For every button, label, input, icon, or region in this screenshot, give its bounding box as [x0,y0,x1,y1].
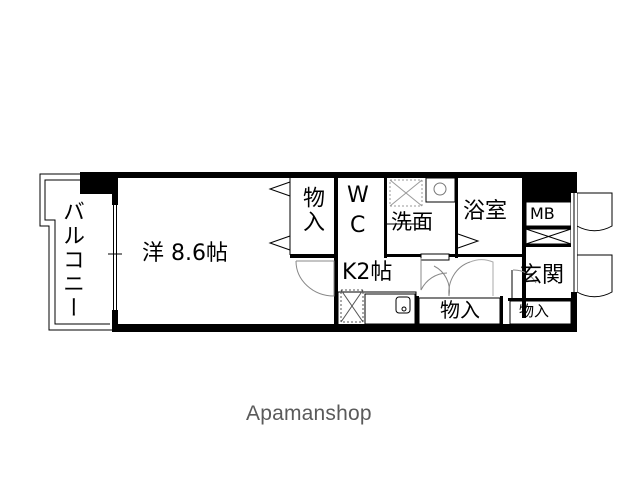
label-wc-w: W [347,183,369,208]
label-closet-entrance: 物入 [519,302,550,320]
label-entrance: 玄関 [520,263,565,288]
label-meter-box: MB [530,204,555,223]
label-closet-center: 物入 [440,298,480,322]
closet-door-marks [268,181,480,251]
label-closet-west: 物入 [299,186,324,234]
label-kitchen: K2帖 [342,260,393,285]
label-bathroom: 浴室 [463,199,508,224]
label-wc-c: C [350,213,366,238]
watermark-logo: Apamanshop [246,402,372,425]
label-balcony: バルコニー [59,200,84,320]
label-washroom: 洗面 [391,210,433,234]
interior-walls [290,178,572,328]
balcony-outline [39,173,112,331]
balcony-window [108,205,122,310]
label-western-room: 洋 8.6帖 [142,241,228,266]
